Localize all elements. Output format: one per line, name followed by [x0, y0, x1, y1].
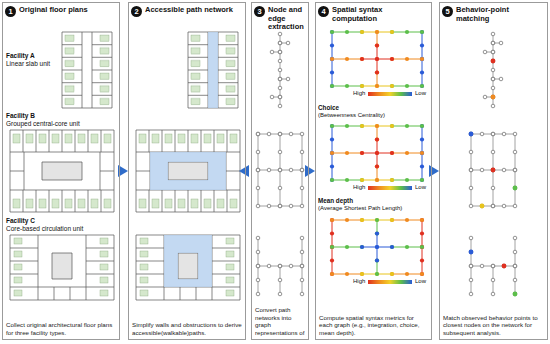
illustration-part — [502, 264, 507, 269]
step-panel: Behavior-point matchingMatch observed be… — [439, 2, 548, 340]
metric-description: (Betweenness Centrality) — [318, 112, 385, 119]
scale-end-label: High — [353, 184, 365, 191]
step-title: Spatial syntax computation — [332, 6, 428, 23]
scale-end-label: High — [353, 90, 365, 97]
facility-type: Grouped central-core unit — [6, 120, 80, 128]
illustration-part — [480, 204, 485, 209]
matched-graphs — [469, 34, 518, 296]
step-description: Match observed behavior points to closes… — [443, 314, 544, 336]
step-panel: Node and edge extractionConvert path net… — [251, 2, 309, 340]
illustration-part — [10, 130, 114, 212]
illustration-part — [332, 126, 422, 180]
facility-type: Linear slab unit — [6, 60, 50, 68]
metric-description: (Average Shortest Path Length) — [318, 205, 402, 212]
step-title: Node and edge extraction — [268, 6, 305, 32]
illustration-part — [469, 132, 474, 137]
accessible-plans — [136, 32, 240, 300]
illustration-part — [208, 32, 218, 108]
step-title: Accessible path network — [145, 6, 242, 15]
facility-name: Facility C — [6, 217, 35, 225]
illustration-part — [62, 32, 112, 108]
step-number: 3 — [257, 8, 261, 16]
illustration-part — [469, 250, 474, 255]
scale-end-label: Low — [415, 278, 426, 285]
illustration-part — [136, 130, 240, 212]
color-scale-bar — [368, 280, 412, 284]
step-description: Collect original architectural floor pla… — [6, 321, 116, 336]
facility-type: Core-based circulation unit — [6, 225, 83, 233]
flow-arrow — [120, 169, 122, 173]
illustration-part — [471, 34, 515, 294]
illustration-part — [136, 235, 240, 300]
scale-end-label: Low — [415, 184, 426, 191]
step-number-badge: 3 — [254, 6, 265, 17]
illustration-part — [150, 152, 226, 190]
scale-end-label: High — [353, 278, 365, 285]
step-description: Compute spatial syntax metrics for each … — [319, 314, 428, 336]
step-title: Original floor plans — [19, 6, 116, 15]
illustration-part — [332, 32, 422, 86]
flow-arrow — [432, 169, 433, 173]
facility-name: Facility B — [6, 112, 35, 120]
metric-graphs — [332, 32, 422, 284]
step-number-badge: 4 — [318, 6, 329, 17]
illustration-part — [513, 292, 518, 297]
step-title: Behavior-point matching — [456, 6, 544, 23]
connectors — [120, 171, 433, 172]
step-panel: Accessible path networkSimplify walls an… — [128, 2, 246, 340]
metric-name: Mean depth — [318, 197, 353, 205]
illustration-part — [491, 95, 496, 100]
scale-end-label: Low — [415, 90, 426, 97]
illustration-part — [513, 186, 518, 191]
illustration-part — [188, 32, 238, 108]
metric-name: Choice — [318, 104, 339, 112]
step-description: Convert path networks into graph represe… — [255, 306, 305, 336]
facility-name: Facility A — [6, 52, 35, 60]
step-number: 5 — [445, 8, 449, 16]
step-number: 1 — [8, 8, 12, 16]
illustration-part — [164, 235, 212, 287]
illustration-part — [332, 220, 422, 274]
original-plans — [10, 32, 114, 300]
color-scale-bar — [368, 186, 412, 190]
step-panel: Spatial syntax computationCompute spatia… — [315, 2, 432, 340]
illustration-part — [491, 168, 496, 173]
step-number: 2 — [134, 8, 138, 16]
step-description: Simplify walls and obstructions to deriv… — [132, 321, 242, 336]
step-number-badge: 1 — [5, 6, 16, 17]
step-number-badge: 5 — [442, 6, 453, 17]
step-number-badge: 2 — [131, 6, 142, 17]
extracted-graphs — [258, 34, 302, 294]
illustration-part — [10, 235, 114, 300]
step-number: 4 — [321, 8, 325, 16]
color-scale-bar — [368, 92, 412, 96]
illustration-part — [491, 59, 496, 64]
